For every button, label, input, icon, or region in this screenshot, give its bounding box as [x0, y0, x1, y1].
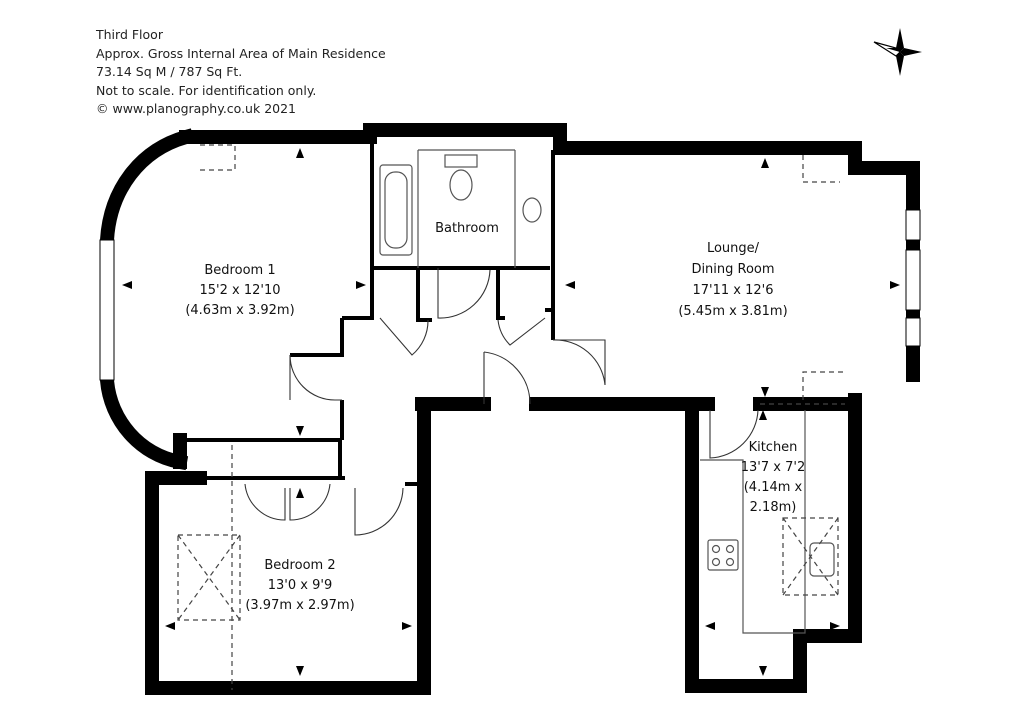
dimension-arrows [122, 148, 900, 676]
skylight-kitchen [782, 517, 839, 596]
fixtures [177, 144, 845, 690]
bathroom-name: Bathroom [435, 221, 499, 236]
doors [244, 268, 759, 536]
kitchen-metric-1: (4.14m x [744, 480, 803, 495]
area-value: 73.14 Sq M / 787 Sq Ft. [96, 64, 243, 79]
lounge-name-1: Lounge/ [707, 241, 760, 256]
basin-icon [522, 197, 542, 223]
bedroom2-imperial: 13'0 x 9'9 [268, 578, 332, 593]
lounge-name-2: Dining Room [691, 262, 774, 277]
bedroom2-metric: (3.97m x 2.97m) [245, 598, 354, 613]
room-labels: Bedroom 1 15'2 x 12'10 (4.63m x 3.92m) B… [185, 221, 805, 613]
toilet-icon [444, 154, 478, 168]
copyright: © www.planography.co.uk 2021 [96, 101, 297, 116]
skylight-bedroom2 [177, 534, 241, 621]
lounge-imperial: 17'11 x 12'6 [692, 283, 773, 298]
bedroom2-name: Bedroom 2 [264, 558, 335, 573]
sink-icon [809, 542, 835, 577]
disclaimer: Not to scale. For identification only. [96, 82, 317, 98]
bedroom1-imperial: 15'2 x 12'10 [199, 283, 280, 298]
walls [99, 123, 921, 695]
kitchen-imperial: 13'7 x 7'2 [741, 460, 805, 475]
floor-label: Third Floor [96, 27, 163, 42]
hob-icon [707, 539, 739, 571]
kitchen-metric-2: 2.18m) [750, 500, 797, 515]
bedroom1-metric: (4.63m x 3.92m) [185, 303, 294, 318]
bedroom1-name: Bedroom 1 [204, 263, 275, 278]
compass-rose-icon [873, 28, 922, 76]
kitchen-name: Kitchen [749, 440, 798, 455]
lounge-metric: (5.45m x 3.81m) [678, 304, 787, 319]
area-title: Approx. Gross Internal Area of Main Resi… [96, 45, 386, 61]
plan-header: Third Floor Approx. Gross Internal Area … [96, 26, 386, 119]
bath-icon [379, 164, 413, 256]
